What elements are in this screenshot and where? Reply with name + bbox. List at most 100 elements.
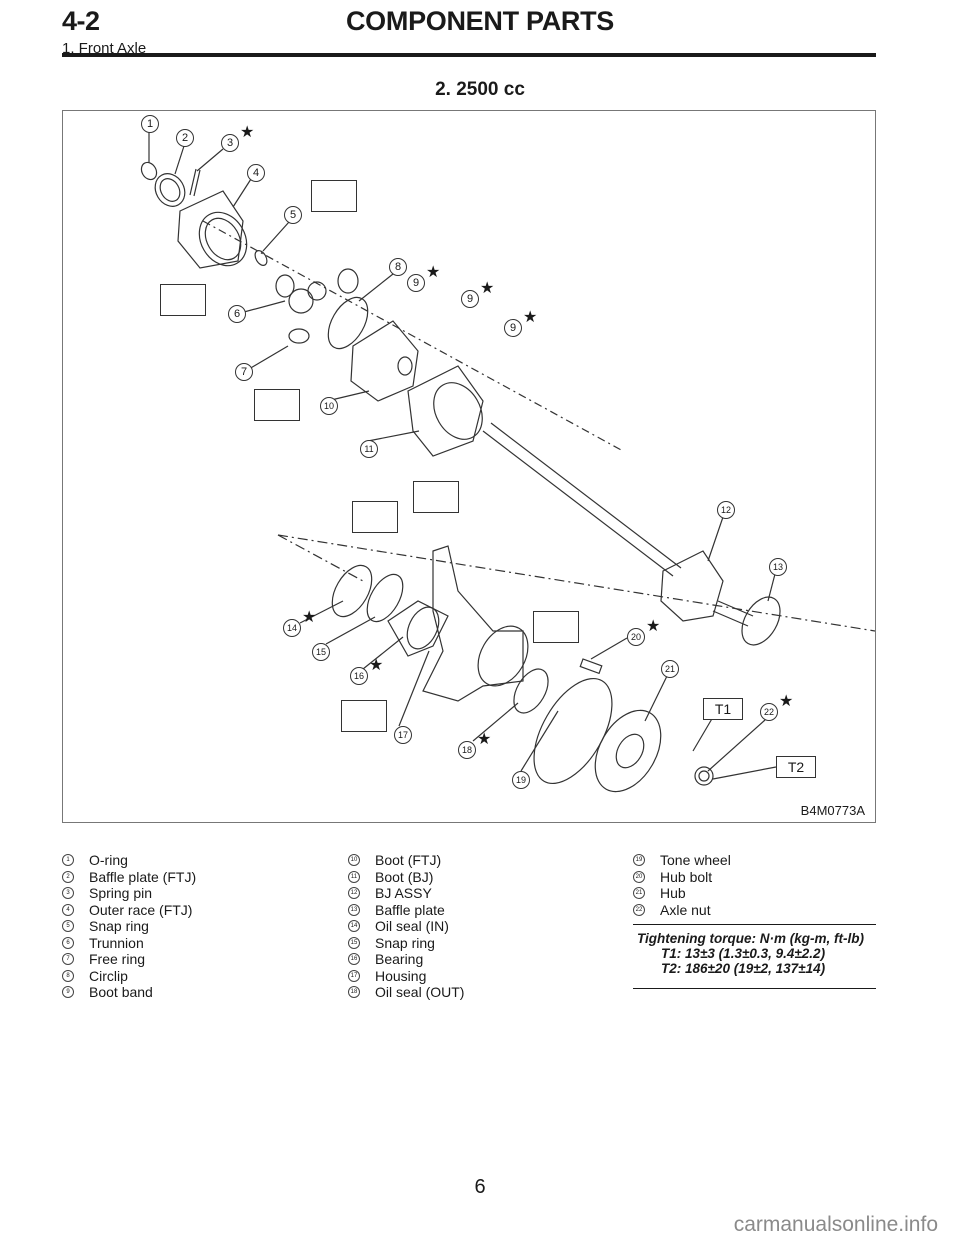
part-number-badge: 14: [348, 920, 360, 933]
part-name: Circlip: [89, 967, 128, 984]
star-icon: ★: [369, 657, 384, 674]
callout-number: 14: [283, 619, 301, 637]
callout-number: 11: [360, 440, 378, 458]
callout-number: 16: [350, 667, 368, 685]
part-name: Boot (FTJ): [375, 852, 442, 868]
callout-number: 9: [461, 290, 479, 308]
part-number-badge: 5: [62, 920, 74, 933]
part-name: Bearing: [375, 951, 424, 967]
part-name: BJ ASSY: [375, 885, 432, 901]
callout-number: 3: [221, 134, 239, 152]
lube-icon: [533, 611, 579, 643]
part-number-badge: 2: [62, 870, 74, 883]
callout-number: 8: [389, 258, 407, 276]
tightening-torque-box: Tightening torque: N·m (kg-m, ft-lb) T1:…: [633, 924, 876, 989]
callout-number: 22: [760, 703, 778, 721]
lube-icon: [413, 481, 459, 513]
callout-number: 10: [320, 397, 338, 415]
parts-list-item: 5 Snap ring: [62, 918, 196, 935]
torque-t1: T1: 13±3 (1.3±0.3, 9.4±2.2): [661, 946, 826, 961]
part-name: Trunnion: [89, 934, 144, 951]
star-icon: ★: [240, 124, 255, 141]
callout-number: 1: [141, 115, 159, 133]
torque-heading: Tightening torque: N·m (kg-m, ft-lb): [637, 931, 864, 946]
parts-list-item: 7 Free ring: [62, 951, 196, 968]
diagram-drawing: [140, 132, 875, 793]
part-name: Boot (BJ): [375, 868, 434, 885]
star-icon: ★: [480, 280, 495, 297]
part-name: Boot band: [89, 984, 153, 1000]
part-name: Spring pin: [89, 885, 153, 901]
callout-number: 6: [228, 305, 246, 323]
header-rule: [62, 53, 876, 57]
star-icon: ★: [302, 609, 317, 626]
part-number-badge: 20: [633, 870, 645, 883]
parts-list-item: 16 Bearing: [348, 951, 464, 968]
torque-box-t2: T2: [776, 756, 816, 778]
part-number-badge: 18: [348, 986, 360, 999]
part-name: Outer race (FTJ): [89, 901, 193, 918]
callout-number: 15: [312, 643, 330, 661]
watermark: carmanualsonline.info: [733, 1213, 938, 1236]
part-number-badge: 4: [62, 903, 74, 916]
part-name: O-ring: [89, 852, 128, 868]
part-number-badge: 11: [348, 870, 360, 883]
callout-number: 9: [504, 319, 522, 337]
part-name: Tone wheel: [660, 852, 731, 868]
callout-number: 9: [407, 274, 425, 292]
part-name: Oil seal (OUT): [375, 984, 465, 1000]
part-number-badge: 19: [633, 854, 645, 867]
lube-icon: [254, 389, 300, 421]
torque-box-t1: T1: [703, 698, 743, 720]
parts-list-item: 9 Boot band: [62, 984, 196, 1001]
parts-list-item: 18 Oil seal (OUT): [348, 984, 464, 1001]
star-icon: ★: [523, 309, 538, 326]
page-title: COMPONENT PARTS: [345, 6, 614, 36]
page-number: 6: [474, 1176, 486, 1198]
parts-list-item: 19 Tone wheel: [633, 852, 731, 869]
page-subtitle: 1. Front Axle: [62, 40, 147, 57]
part-number-badge: 22: [633, 903, 645, 916]
callout-number: 12: [717, 501, 735, 519]
part-name: Snap ring: [89, 918, 149, 934]
part-name: Baffle plate (FTJ): [89, 868, 197, 885]
lube-icon: [311, 180, 357, 212]
part-number-badge: 21: [633, 887, 645, 900]
star-icon: ★: [779, 693, 794, 710]
part-number-badge: 15: [348, 936, 360, 949]
part-name: Free ring: [89, 951, 146, 967]
callout-number: 18: [458, 741, 476, 759]
section-title: 2. 2500 cc: [435, 79, 525, 100]
part-number-badge: 7: [62, 953, 74, 966]
part-name: Hub: [660, 885, 686, 901]
callout-number: 7: [235, 363, 253, 381]
parts-list-item: 13 Baffle plate: [348, 902, 464, 919]
part-number-badge: 16: [348, 953, 360, 966]
callout-number: 2: [176, 129, 194, 147]
part-number-badge: 12: [348, 887, 360, 900]
part-name: Baffle plate: [375, 901, 445, 918]
part-number-badge: 9: [62, 986, 74, 999]
star-icon: ★: [477, 731, 492, 748]
lube-icon: [160, 284, 206, 316]
parts-list-item: 15 Snap ring: [348, 935, 464, 952]
part-name: Housing: [375, 967, 427, 984]
part-number-badge: 13: [348, 903, 360, 916]
parts-list-item: 4 Outer race (FTJ): [62, 902, 196, 919]
part-name: Snap ring: [375, 934, 435, 951]
parts-list-item: 11 Boot (BJ): [348, 869, 464, 886]
callout-number: 19: [512, 771, 530, 789]
